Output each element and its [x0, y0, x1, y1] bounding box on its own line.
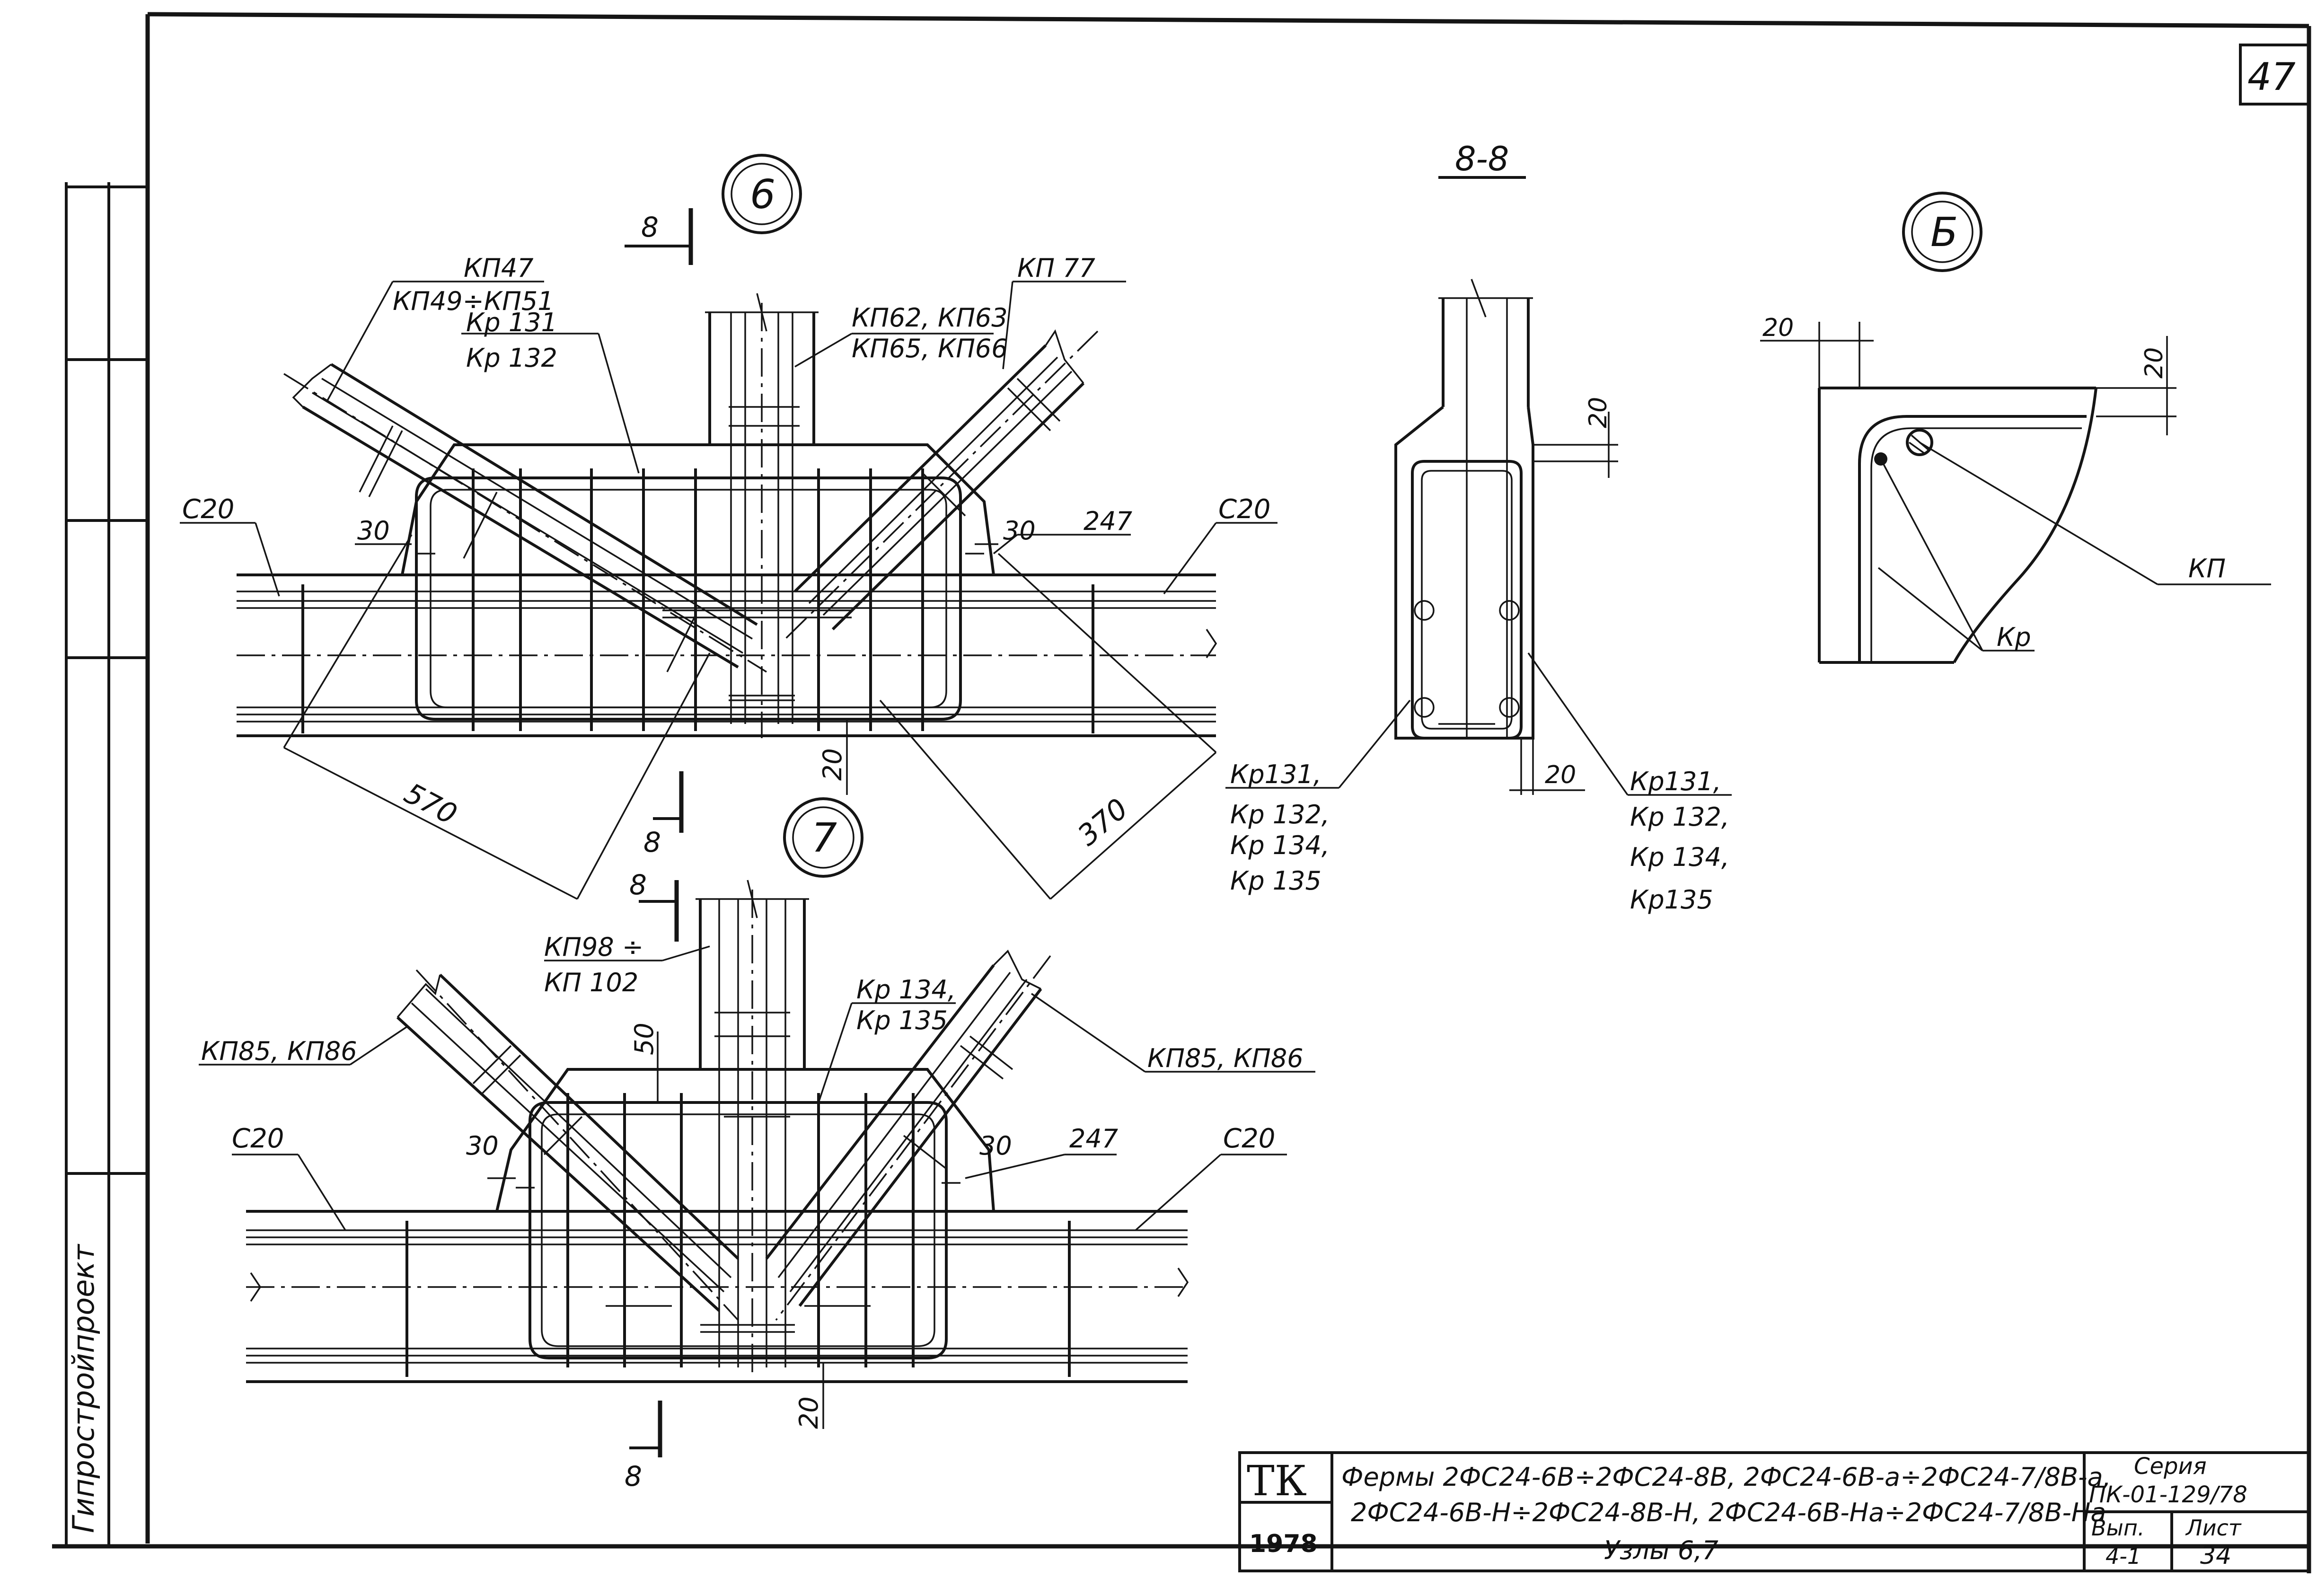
label-kp77: КП 77 [1017, 253, 1095, 283]
label-kp98-102-a: КП98 ÷ [544, 932, 643, 962]
detail-b-marker: Б [1930, 209, 1958, 256]
sheet-number-box [2239, 44, 2310, 106]
detail-kp: КП [2188, 554, 2226, 583]
sec-dim-20-top: 20 [1584, 397, 1612, 428]
dim-20-node6: 20 [818, 748, 847, 781]
node-6-marker-circle [722, 154, 802, 234]
sec-right-1: Кр131, [1630, 767, 1721, 796]
title-sheet-label: Лист [2185, 1515, 2242, 1541]
title-issue-label: Вып. [2091, 1515, 2145, 1541]
sec-left-1: Кр131, [1230, 759, 1321, 789]
title-year: 1978 [1249, 1530, 1318, 1558]
sec-right-2: Кр 132, [1630, 802, 1729, 832]
detail-dim-20-h: 20 [1762, 314, 1794, 342]
sec-right-4: Кр135 [1630, 885, 1713, 915]
dim-30-left-top: 30 [357, 516, 390, 546]
title-line1: Фермы 2ФС24-6В÷2ФС24-8В, 2ФС24-6В-а÷2ФС2… [1341, 1462, 2111, 1492]
label-c20-left-top: С20 [182, 494, 234, 525]
detail-dim-20-v: 20 [2140, 347, 2168, 379]
dim-247-top: 247 [1084, 506, 1132, 536]
label-kr134-135-a: Кр 134, [856, 975, 956, 1005]
label-kp49-51: КП49÷КП51 [393, 286, 554, 316]
title-line2: 2ФС24-6В-Н÷2ФС24-8В-Н, 2ФС24-6В-На÷2ФС24… [1351, 1498, 2106, 1527]
label-kp85-86-left: КП85, КП86 [201, 1036, 357, 1066]
dim-30-left-bottom: 30 [466, 1131, 499, 1161]
label-kp62-63: КП62, КП63 [852, 303, 1008, 333]
detail-kr: Кр [1997, 622, 2031, 652]
sheet-number: 47 [2247, 55, 2296, 99]
sec-dim-20-bottom: 20 [1545, 761, 1576, 789]
node-7-marker: 7 [811, 815, 837, 862]
title-block [1238, 1451, 2310, 1572]
node-7-marker-circle [783, 797, 863, 878]
side-stamp: Гипростройпроект [66, 1243, 101, 1533]
label-c20-left-bottom: С20 [232, 1123, 284, 1154]
sec-left-3: Кр 134, [1230, 830, 1330, 860]
dim-30-right-bottom: 30 [979, 1131, 1012, 1161]
dim-20-node7: 20 [794, 1396, 824, 1429]
label-kr134-135-b: Кр 135 [856, 1005, 948, 1035]
cut-8-label-c: 8 [629, 869, 647, 901]
dim-50: 50 [629, 1023, 659, 1055]
node-7-drawing [246, 797, 1189, 1457]
label-kr132: Кр 132 [466, 343, 557, 373]
dim-370: 370 [1072, 792, 1135, 852]
section-8-8 [1225, 176, 1732, 796]
label-c20-right-top: С20 [1218, 494, 1270, 525]
detail-b-marker-circle [1902, 192, 1982, 272]
title-line3: Узлы 6,7 [1604, 1535, 1718, 1565]
label-kr131: Кр 131 [466, 308, 557, 337]
cut-8-label-d: 8 [625, 1460, 642, 1492]
sheet-frame [52, 12, 2311, 1573]
label-kp65-66: КП65, КП66 [852, 334, 1008, 363]
label-c20-right-bottom: С20 [1223, 1123, 1275, 1154]
node-6-marker: 6 [750, 171, 775, 218]
sec-left-4: Кр 135 [1230, 866, 1321, 896]
title-series-value: ПК-01-129/78 [2089, 1481, 2247, 1508]
label-kp98-102-b: КП 102 [544, 968, 638, 997]
cut-8-label-b: 8 [643, 826, 661, 858]
detail-b [1760, 192, 2271, 664]
dim-30-right-top: 30 [1003, 516, 1036, 546]
title-series-label: Серия [2134, 1453, 2207, 1480]
dim-247-bottom: 247 [1069, 1124, 1118, 1154]
title-issue-value: 4-1 [2106, 1543, 2141, 1569]
cut-8-label-a: 8 [641, 211, 659, 243]
title-sheet-value: 34 [2200, 1542, 2231, 1570]
title-org: ТК [1247, 1456, 1307, 1505]
label-kp85-86-right: КП85, КП86 [1147, 1043, 1304, 1073]
node-6-leaders [180, 281, 1277, 900]
node-6-drawing [237, 154, 1217, 833]
section-title: 8-8 [1455, 140, 1509, 178]
sec-right-3: Кр 134, [1630, 842, 1729, 872]
node-7-leaders [199, 945, 1315, 1429]
sec-left-2: Кр 132, [1230, 800, 1330, 829]
label-kp47: КП47 [464, 253, 534, 283]
